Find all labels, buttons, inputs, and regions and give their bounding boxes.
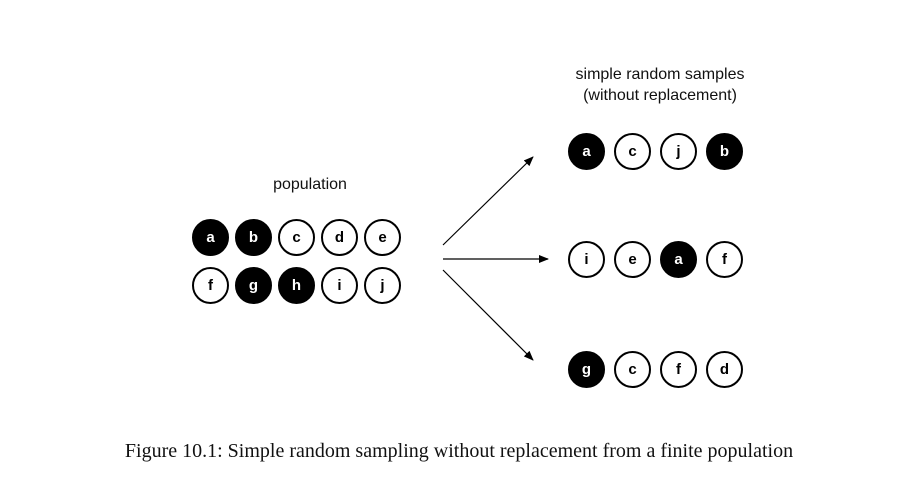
ball-letter: a	[206, 229, 215, 246]
samples-title-line-1: simple random samples	[575, 66, 745, 83]
sample-3-ball-f: f	[660, 351, 697, 388]
population-ball-d: d	[321, 219, 358, 256]
sample-2-ball-f: f	[706, 241, 743, 278]
arrow-to-sample-3	[442, 269, 534, 361]
sample-1-ball-a: a	[568, 133, 605, 170]
population-ball-i: i	[321, 267, 358, 304]
ball-letter: f	[676, 361, 681, 378]
ball-letter: f	[208, 277, 213, 294]
sample-2-ball-a: a	[660, 241, 697, 278]
ball-letter: b	[719, 143, 730, 160]
arrow-to-sample-1	[442, 156, 534, 246]
ball-letter: b	[248, 229, 259, 246]
sample-1-ball-b: b	[706, 133, 743, 170]
population-ball-f: f	[192, 267, 229, 304]
ball-letter: a	[674, 251, 683, 268]
population-ball-b: b	[235, 219, 272, 256]
figure-caption: Figure 10.1: Simple random sampling with…	[124, 440, 794, 462]
ball-letter: j	[676, 143, 681, 160]
ball-letter: g	[581, 361, 592, 378]
ball-letter: c	[292, 229, 301, 246]
sample-1-ball-j: j	[660, 133, 697, 170]
ball-letter: a	[582, 143, 591, 160]
population-ball-c: c	[278, 219, 315, 256]
population-ball-h: h	[278, 267, 315, 304]
sample-3-ball-g: g	[568, 351, 605, 388]
sample-2-ball-i: i	[568, 241, 605, 278]
ball-letter: d	[334, 229, 345, 246]
ball-letter: c	[628, 361, 637, 378]
population-label: population	[273, 176, 347, 193]
sample-2-ball-e: e	[614, 241, 651, 278]
ball-letter: j	[380, 277, 385, 294]
sample-3-ball-c: c	[614, 351, 651, 388]
sample-3-ball-d: d	[706, 351, 743, 388]
ball-letter: e	[628, 251, 637, 268]
ball-letter: c	[628, 143, 637, 160]
ball-letter: e	[378, 229, 387, 246]
ball-letter: d	[719, 361, 730, 378]
ball-letter: i	[584, 251, 589, 268]
ball-letter: i	[337, 277, 342, 294]
samples-title-line-2: (without replacement)	[583, 87, 737, 104]
population-ball-j: j	[364, 267, 401, 304]
population-ball-e: e	[364, 219, 401, 256]
sample-1-ball-c: c	[614, 133, 651, 170]
population-ball-a: a	[192, 219, 229, 256]
population-ball-g: g	[235, 267, 272, 304]
ball-letter: h	[291, 277, 302, 294]
ball-letter: g	[248, 277, 259, 294]
ball-letter: f	[722, 251, 727, 268]
